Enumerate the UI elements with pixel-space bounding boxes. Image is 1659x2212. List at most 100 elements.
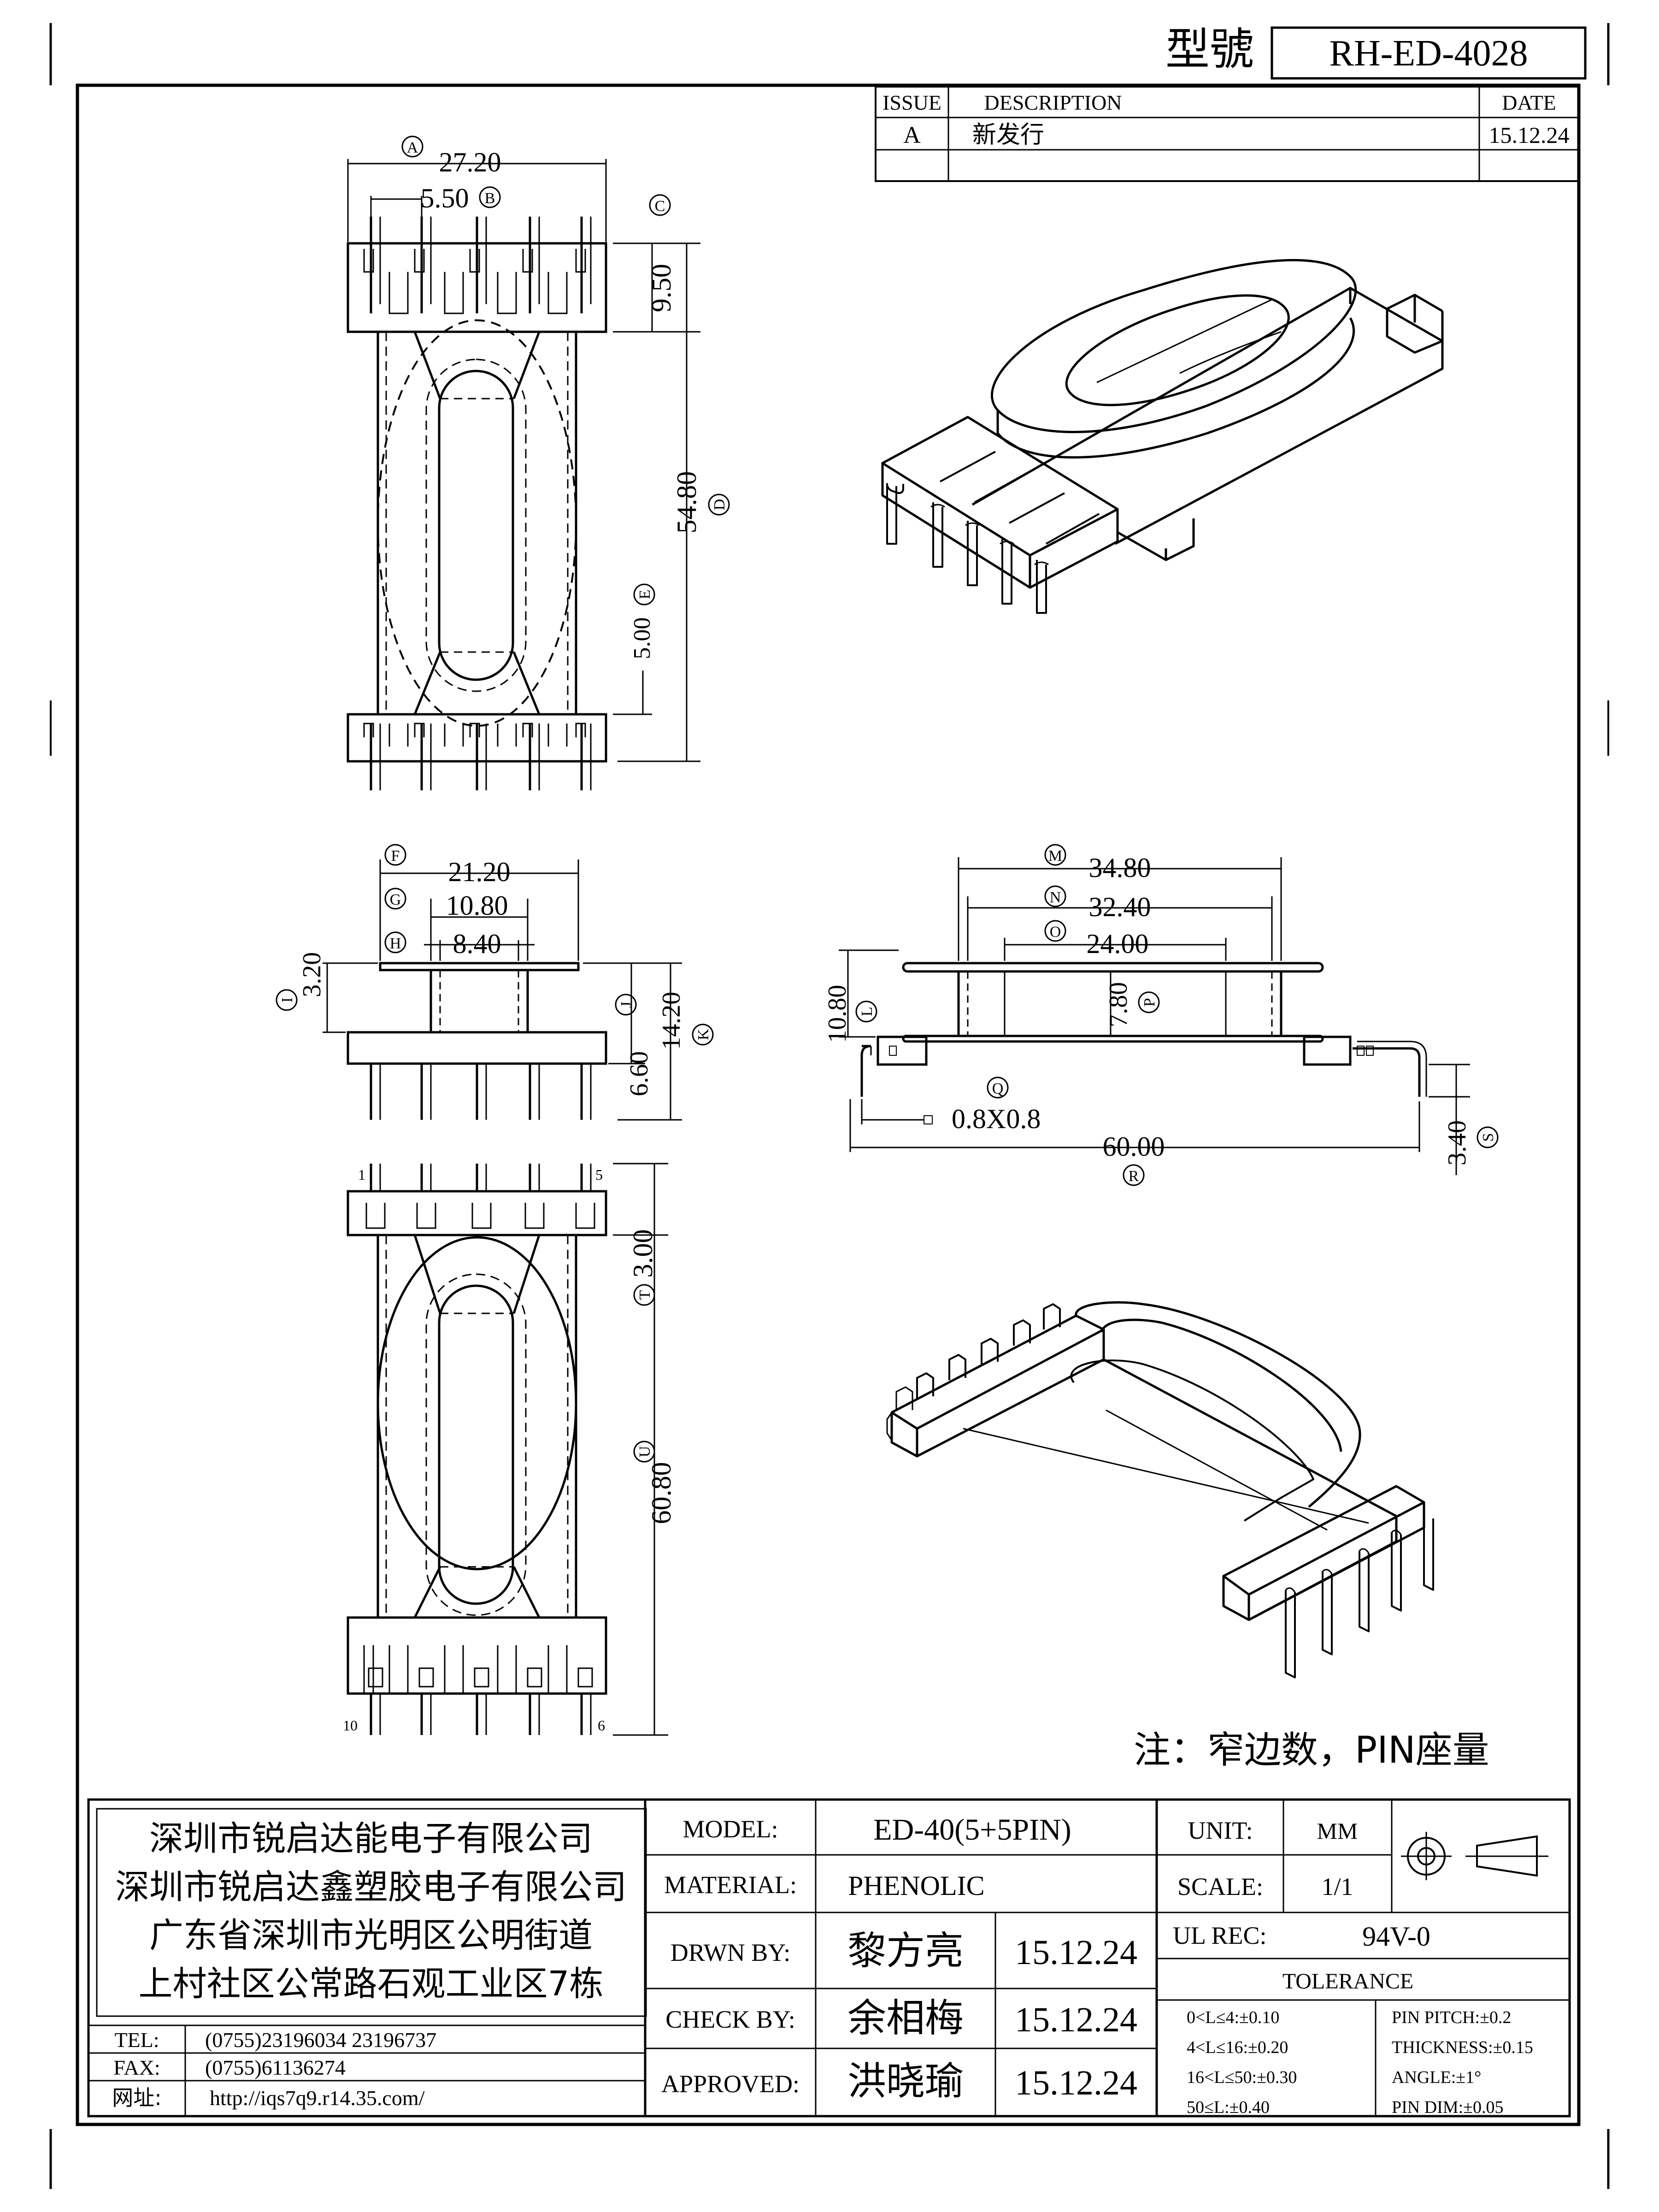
dim-h-mark: H (390, 935, 401, 952)
company-line-1: 深圳市锐启达能电子有限公司 (149, 1819, 593, 1859)
dim-r-value: 60.00 (1103, 1131, 1165, 1162)
dim-m-mark: M (1048, 847, 1062, 865)
dim-p-mark: P (1141, 998, 1158, 1007)
tol-left-1: 0<L≤4:±0.10 (1187, 2008, 1279, 2027)
dim-g-mark: G (390, 891, 401, 908)
dim-j-mark: J (618, 1001, 635, 1007)
material-field-value: PHENOLIC (848, 1871, 985, 1901)
rev-description: 新发行 (972, 121, 1044, 149)
bottom-view (347, 1164, 607, 1735)
dim-t-mark: T (636, 1290, 653, 1300)
dim-c-value: 9.50 (646, 264, 677, 312)
fax-label: FAX: (113, 2056, 160, 2079)
dim-a-mark: A (407, 139, 418, 156)
front-view (860, 962, 1427, 1097)
revision-table: ISSUE DESCRIPTION DATE A 新发行 15.12.24 (875, 86, 1580, 182)
dim-p-value: 7.80 (1104, 982, 1133, 1027)
drawn-field-label: DRWN BY: (671, 1939, 791, 1966)
rev-date: 15.12.24 (1489, 122, 1570, 148)
isometric-view-top (881, 259, 1444, 614)
dim-f-value: 21.20 (448, 857, 511, 887)
company-line-2: 深圳市锐启达鑫塑胶电子有限公司 (115, 1867, 627, 1907)
tel-value: (0755)23196034 23196737 (205, 2028, 436, 2052)
pin-10-label: 10 (343, 1717, 358, 1734)
tol-left-4: 50≤L:±0.40 (1187, 2098, 1270, 2117)
tel-label: TEL: (114, 2028, 159, 2052)
isometric-view-bottom (886, 1301, 1434, 1678)
ul-field-label: UL REC: (1173, 1922, 1267, 1949)
approved-field-value: 洪晓瑜 (847, 2059, 964, 2104)
dim-h-value: 8.40 (453, 929, 501, 959)
top-view-dimensions (347, 159, 700, 762)
dim-i-value: 3.20 (298, 952, 326, 997)
dim-q-value: 0.8X0.8 (952, 1104, 1041, 1134)
dim-s-value: 3.40 (1443, 1120, 1471, 1165)
model-field-label: MODEL: (683, 1815, 778, 1843)
approved-field-date: 15.12.24 (1015, 2064, 1137, 2102)
tolerance-label: TOLERANCE (1282, 1969, 1413, 1994)
check-field-date: 15.12.24 (1015, 2000, 1137, 2039)
rev-header-issue: ISSUE (882, 91, 941, 114)
drawn-field-date: 15.12.24 (1015, 1933, 1137, 1972)
pin-6-label: 6 (598, 1717, 605, 1734)
pin-1-label: 1 (358, 1166, 365, 1183)
title-block (87, 1798, 1571, 2118)
tol-right-3: ANGLE:±1° (1392, 2068, 1481, 2087)
pin-5-label: 5 (595, 1166, 603, 1183)
web-label: 网址: (112, 2085, 162, 2110)
model-label: 型號 (1165, 24, 1254, 75)
dim-j-value: 6.60 (625, 1051, 653, 1096)
dim-c-mark: C (655, 198, 665, 215)
approved-field-label: APPROVED: (661, 2070, 800, 2098)
dim-o-value: 24.00 (1087, 929, 1149, 959)
company-info: 深圳市锐启达能电子有限公司 深圳市锐启达鑫塑胶电子有限公司 广东省深圳市光明区公… (112, 1819, 627, 2110)
dim-b-value: 5.50 (421, 183, 469, 213)
dim-d-value: 54.80 (671, 471, 702, 534)
tol-right-1: PIN PITCH:±0.2 (1392, 2008, 1511, 2027)
company-line-4: 上村社区公常路石观工业区7栋 (138, 1964, 603, 2004)
dim-b-mark: B (485, 190, 495, 207)
model-field-value: ED-40(5+5PIN) (873, 1813, 1071, 1847)
tol-right-2: THICKNESS:±0.15 (1392, 2038, 1533, 2057)
dim-k-mark: K (695, 1029, 712, 1040)
dim-e-value: 5.00 (629, 618, 655, 659)
rev-issue: A (903, 122, 921, 148)
dim-f-mark: F (391, 847, 400, 865)
dim-a-value: 27.20 (439, 147, 501, 177)
dim-g-value: 10.80 (446, 890, 508, 921)
front-view-dimensions (839, 857, 1470, 1175)
sheet-border (49, 23, 1610, 2189)
drawn-field-value: 黎方亮 (847, 1928, 964, 1973)
company-line-3: 广东省深圳市光明区公明街道 (149, 1916, 593, 1955)
dim-n-mark: N (1050, 889, 1061, 906)
dim-l-value: 10.80 (823, 985, 852, 1043)
dim-i-mark: I (279, 997, 296, 1002)
tol-left-2: 4<L≤16:±0.20 (1187, 2038, 1288, 2057)
tol-right-4: PIN DIM:±0.05 (1392, 2098, 1504, 2117)
fax-value: (0755)61136274 (205, 2056, 346, 2079)
dim-u-mark: U (636, 1446, 653, 1458)
dim-t-value: 3.00 (628, 1230, 658, 1278)
ul-field-value: 94V-0 (1362, 1921, 1430, 1952)
check-field-value: 余相梅 (847, 1995, 964, 2041)
dim-l-mark: L (859, 1007, 876, 1017)
part-number-header: 型號 RH-ED-4028 (1165, 24, 1587, 80)
bottom-view-dim-labels: 1 5 6 10 3.00 T U 60.80 (343, 1166, 677, 1734)
unit-field-label: UNIT: (1188, 1817, 1253, 1844)
front-view-dim-labels: M 34.80 N 32.40 O 24.00 10.80 L 7.80 P Q… (823, 844, 1499, 1186)
dim-s-mark: S (1480, 1133, 1497, 1142)
title-block-fields: MODEL: ED-40(5+5PIN) MATERIAL: PHENOLIC … (661, 1813, 1533, 2117)
scale-field-label: SCALE: (1177, 1873, 1263, 1900)
dim-q-mark: Q (992, 1080, 1004, 1097)
side-view-dim-labels: F 21.20 G 10.80 H 8.40 I 3.20 J 14.20 K … (276, 844, 714, 1096)
scale-field-value: 1/1 (1321, 1873, 1353, 1900)
dim-n-value: 32.40 (1089, 892, 1151, 922)
rev-header-description: DESCRIPTION (984, 91, 1122, 114)
dim-r-mark: R (1129, 1168, 1139, 1185)
rev-header-date: DATE (1502, 91, 1556, 114)
part-number: RH-ED-4028 (1329, 33, 1528, 74)
dim-k-value: 14.20 (657, 992, 686, 1050)
check-field-label: CHECK BY: (665, 2006, 795, 2033)
dim-e-mark: E (636, 590, 653, 600)
